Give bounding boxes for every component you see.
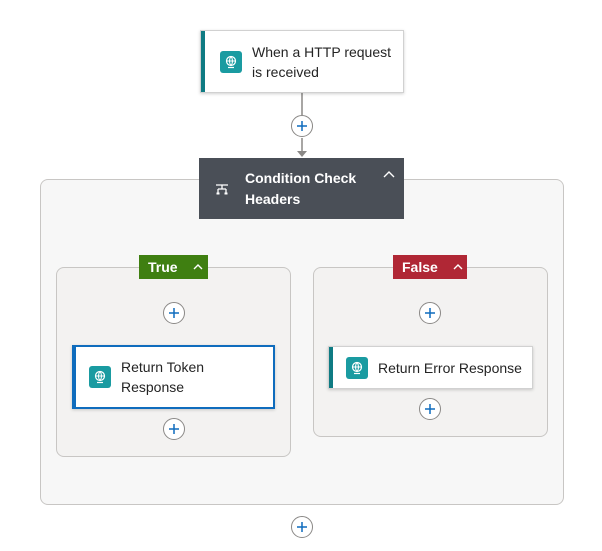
collapse-chevron-icon[interactable] — [382, 168, 396, 182]
false-branch-tag[interactable]: False — [393, 255, 467, 279]
return-token-response-label: Return Token Response — [121, 359, 205, 395]
card-accent — [201, 31, 205, 92]
card-accent — [72, 345, 76, 409]
http-response-icon — [346, 356, 368, 379]
add-step-button[interactable] — [291, 115, 313, 137]
chevron-up-icon[interactable] — [452, 261, 464, 273]
card-accent — [329, 347, 333, 388]
condition-icon — [215, 182, 229, 196]
true-branch-label: True — [148, 259, 178, 275]
return-token-response-card[interactable]: Return Token Response — [72, 345, 275, 409]
add-true-step-button[interactable] — [163, 302, 185, 324]
add-false-step-button[interactable] — [419, 302, 441, 324]
http-response-icon — [89, 366, 111, 388]
true-branch-tag[interactable]: True — [139, 255, 208, 279]
chevron-up-icon[interactable] — [192, 261, 204, 273]
trigger-card[interactable]: When a HTTP request is received — [200, 30, 404, 93]
false-branch-label: False — [402, 259, 438, 275]
http-request-icon — [220, 50, 242, 73]
add-after-error-button[interactable] — [419, 398, 441, 420]
add-after-token-button[interactable] — [163, 418, 185, 440]
trigger-label: When a HTTP request is received — [252, 43, 392, 80]
condition-header[interactable]: Condition Check Headers — [199, 158, 404, 219]
add-final-step-button[interactable] — [291, 516, 313, 538]
return-error-response-card[interactable]: Return Error Response — [328, 346, 533, 389]
return-error-response-label: Return Error Response — [378, 359, 522, 376]
condition-label: Condition Check Headers — [245, 169, 357, 207]
